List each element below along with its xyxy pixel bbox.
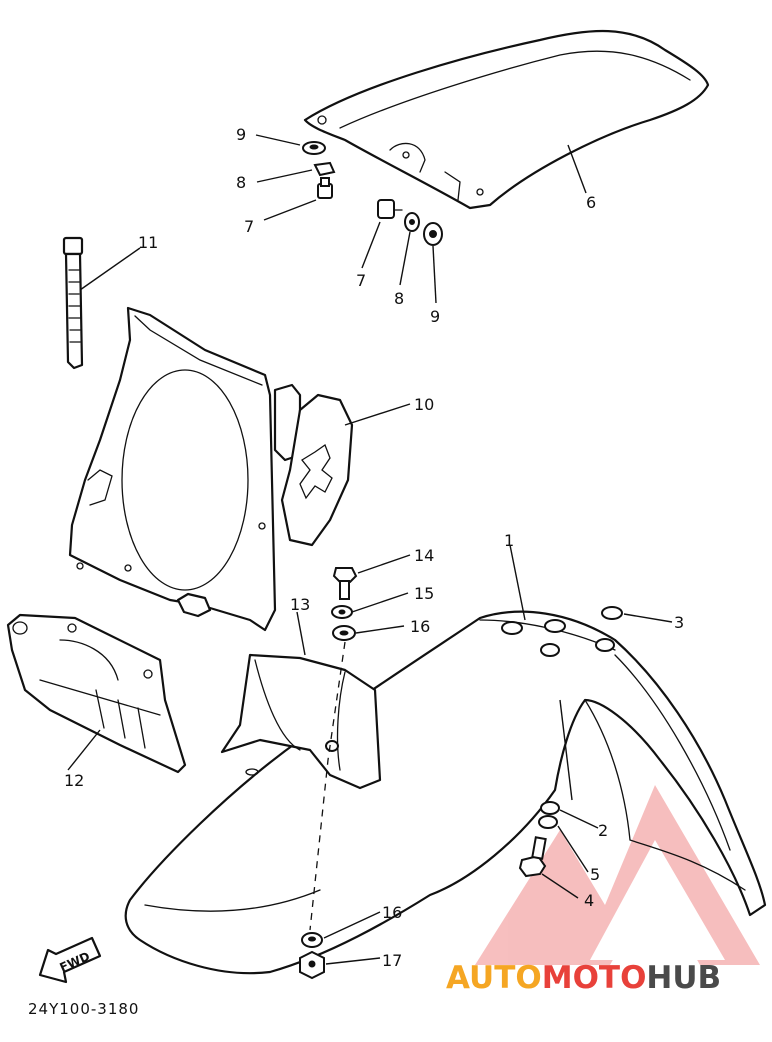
callout-9-side: 9 (430, 307, 440, 326)
part-6-rear-cover (303, 29, 710, 210)
part-10-side-panel (68, 306, 354, 632)
callouts: 9 8 7 6 7 8 9 11 10 12 14 15 16 13 1 3 2… (64, 125, 684, 970)
bolt-7-side-icon (377, 199, 403, 219)
callout-5: 5 (590, 865, 600, 884)
callout-3: 3 (674, 613, 684, 632)
callout-2: 2 (598, 821, 608, 840)
washer-5-icon (538, 815, 558, 829)
assembly-line (309, 641, 346, 931)
washer-9-side-icon (423, 222, 443, 246)
part-1-rear-fender (124, 610, 767, 975)
diagram-code: 24Y100-3180 (28, 1000, 139, 1018)
callout-11: 11 (138, 233, 158, 252)
callout-7-side: 7 (356, 271, 366, 290)
callout-13: 13 (290, 595, 310, 614)
watermark-logo-icon (475, 785, 760, 965)
washer-3-icon (601, 606, 623, 620)
callout-14: 14 (414, 546, 434, 565)
callout-7-upper: 7 (244, 217, 254, 236)
nut-8-side-icon (404, 212, 420, 232)
bolt-14-icon (332, 567, 358, 600)
callout-12: 12 (64, 771, 84, 790)
washer-2-icon (540, 801, 560, 815)
leader-lines (67, 134, 673, 965)
callout-16-lower: 16 (382, 903, 402, 922)
bolt-4-icon (518, 836, 547, 878)
callout-10: 10 (414, 395, 434, 414)
washer-15-icon (331, 605, 353, 619)
part-12-lower-panel (6, 613, 187, 774)
callout-9-upper: 9 (236, 125, 246, 144)
nut-17-icon (299, 950, 325, 980)
callout-4: 4 (584, 891, 594, 910)
callout-8-upper: 8 (236, 173, 246, 192)
callout-6: 6 (586, 193, 596, 212)
watermark-text: AUTOMOTOHUB (446, 960, 721, 996)
washer-16-lower-icon (301, 932, 323, 948)
callout-1: 1 (504, 531, 514, 550)
fwd-arrow-icon: FWD (38, 936, 102, 984)
bolt-7-upper-icon (317, 177, 333, 199)
washer-9-upper-icon (302, 141, 326, 155)
nut-8-upper-icon (313, 161, 336, 177)
part-11-cable-tie (62, 236, 84, 370)
part-13-bracket (220, 653, 382, 790)
callout-8-side: 8 (394, 289, 404, 308)
callout-16-upper: 16 (410, 617, 430, 636)
callout-17: 17 (382, 951, 402, 970)
nut-16-upper-icon (332, 625, 356, 641)
callout-15: 15 (414, 584, 434, 603)
